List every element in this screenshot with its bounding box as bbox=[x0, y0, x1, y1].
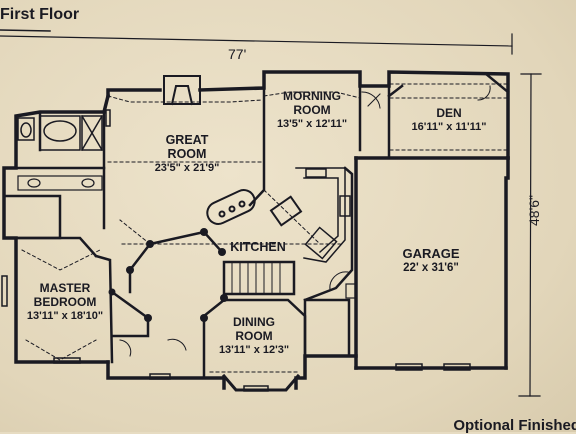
kitchen-counters bbox=[295, 167, 351, 263]
den-size: 16'11" x 11'11" bbox=[411, 120, 487, 133]
stair-treads bbox=[231, 261, 281, 295]
depth-dimension-label: 48'6" bbox=[526, 194, 542, 226]
den-label: DEN 16'11" x 11'11" bbox=[394, 106, 504, 133]
master-bedroom-size: 13'11" x 18'10" bbox=[26, 309, 104, 322]
title-underline bbox=[0, 29, 51, 32]
width-dimension-line bbox=[0, 35, 513, 47]
great-room-size: 23'5" x 21'9" bbox=[154, 161, 220, 174]
ceiling-lines bbox=[21, 83, 507, 373]
master-tub bbox=[17, 114, 104, 152]
dining-room-label: DINING ROOM 13'11" x 12'3" bbox=[204, 315, 304, 356]
great-room-name-2: ROOM bbox=[167, 147, 207, 162]
morning-room-name-1: MORNING bbox=[283, 89, 341, 103]
width-dimension-label: 77' bbox=[228, 46, 247, 62]
door-swings bbox=[119, 85, 491, 357]
morning-room-label: MORNING ROOM 13'5" x 12'11" bbox=[264, 89, 360, 130]
dining-room-size: 13'11" x 12'3" bbox=[218, 343, 290, 356]
footer-caption: Optional Finished bbox=[453, 417, 576, 434]
den-name: DEN bbox=[436, 106, 462, 120]
floor-title: First Floor bbox=[0, 6, 80, 23]
kitchen-label: KITCHEN bbox=[230, 240, 286, 254]
depth-dimension-line bbox=[529, 73, 532, 397]
garage-label: GARAGE 22' x 31'6" bbox=[376, 246, 486, 275]
great-room-name-1: GREAT bbox=[165, 133, 209, 147]
garage-name: GARAGE bbox=[402, 246, 460, 261]
master-bedroom-name-1: MASTER bbox=[39, 281, 91, 295]
kitchen-island bbox=[206, 189, 303, 227]
morning-room-size: 13'5" x 12'11" bbox=[276, 117, 348, 130]
master-bedroom-name-2: BEDROOM bbox=[33, 294, 97, 309]
morning-room-name-2: ROOM bbox=[293, 102, 331, 117]
columns bbox=[108, 228, 228, 322]
master-bedroom-label: MASTER BEDROOM 13'11" x 18'10" bbox=[16, 281, 114, 322]
garage-step bbox=[345, 283, 357, 299]
master-vanity bbox=[17, 175, 103, 191]
fireplace bbox=[163, 75, 201, 106]
great-room-label: GREAT ROOM 23'5" x 21'9" bbox=[130, 133, 244, 174]
dining-room-name-1: DINING bbox=[233, 315, 275, 329]
garage-size: 22' x 31'6" bbox=[403, 261, 459, 274]
windows bbox=[1, 109, 471, 392]
dining-room-name-2: ROOM bbox=[235, 328, 273, 343]
